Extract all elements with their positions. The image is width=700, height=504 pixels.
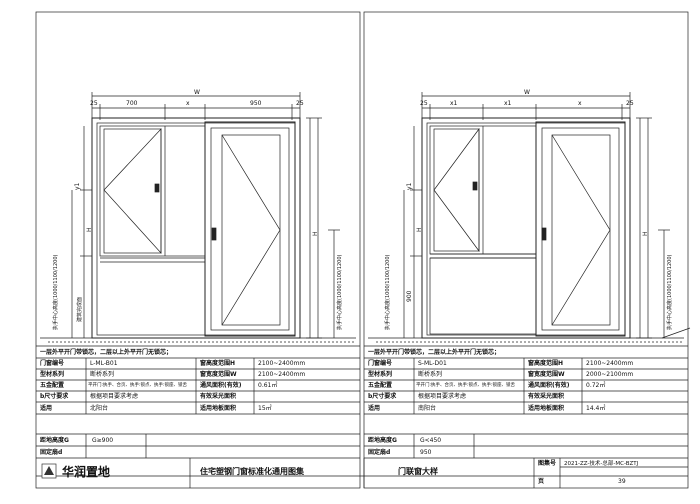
right-dim-x2: x1: [504, 100, 512, 107]
left-spec-table-lines: [36, 345, 360, 459]
right-cell-r2-v2: 0.72㎡: [586, 382, 606, 389]
left-cell-r2-k2: 通风面积(有效): [200, 382, 242, 389]
left-d-label: 固定扇d: [40, 449, 63, 456]
left-cell-r0-k1: 门窗编号: [40, 360, 65, 367]
right-cell-r3-k1: b尺寸要求: [368, 393, 397, 400]
left-dim-margin-right: 25: [296, 100, 304, 107]
right-cell-r1-v2: 2000~2100mm: [586, 371, 634, 378]
left-cell-r4-v1: 北阳台: [90, 405, 109, 412]
right-spec-table-lines: [364, 345, 688, 459]
right-cell-r3-v1: 根据项目要求考虑: [418, 393, 467, 400]
left-dim-margin-left: 25: [90, 100, 98, 107]
right-handle-height: 执手中心高度(1000/1100/1200): [385, 254, 391, 330]
right-elevation: [368, 92, 691, 343]
logo-mark: [41, 463, 57, 479]
right-frame: [363, 11, 689, 489]
left-g-value: G≥900: [92, 437, 114, 444]
left-cell-r2-k1: 五金配置: [40, 382, 65, 389]
left-dim-h: H: [312, 231, 319, 236]
left-cell-r1-v2: 2100~2400mm: [258, 371, 306, 378]
right-dim-h-inner: H: [416, 227, 423, 232]
right-dim-margin-left: 25: [420, 100, 428, 107]
right-g-label: 距地高度G: [368, 437, 397, 444]
left-g-label: 距地高度G: [40, 437, 69, 444]
drawing-no: 2021-ZZ-技术-总部-MC-BZTJ: [564, 461, 639, 467]
right-dim-g: 900: [406, 290, 413, 302]
left-cell-r3-k2: 有效采光面积: [200, 393, 237, 400]
left-dim-y1: y1: [74, 182, 81, 190]
left-cell-r4-k2: 适用地板面积: [200, 405, 237, 412]
drawing-no-label: 图集号: [538, 460, 557, 467]
left-cell-r1-k2: 窗宽度范围W: [200, 371, 237, 378]
right-cell-r0-k2: 窗高度范围H: [528, 360, 564, 367]
right-cell-r2-v1: 平开门:执手、合页、执手:锁点、执手:锁座、锁舌: [416, 383, 516, 388]
left-frame: [35, 11, 361, 489]
left-total-width: W: [194, 89, 200, 96]
right-g-value: G<450: [420, 437, 442, 444]
right-cell-r3-k2: 有效采光面积: [528, 393, 565, 400]
left-dim-x1: 700: [126, 100, 138, 107]
page-number: 39: [618, 478, 626, 485]
left-cell-r2-v2: 0.61㎡: [258, 382, 278, 389]
left-cell-r2-v1: 平开门:执手、合页、执手:锁点、执手:锁座、锁舌: [88, 383, 188, 388]
right-cell-r0-v2: 2100~2400mm: [586, 360, 634, 367]
left-cell-r1-v1: 断桥系列: [90, 371, 115, 378]
right-cell-r2-k2: 通风面积(有效): [528, 382, 570, 389]
sheet-title: 门联窗大样: [398, 467, 438, 476]
right-cell-r1-k1: 型材系列: [368, 371, 393, 378]
right-cell-r4-k2: 适用地板面积: [528, 405, 565, 412]
right-d-label: 固定扇d: [368, 449, 391, 456]
left-cell-r0-v1: L-ML-B01: [90, 360, 118, 367]
left-cell-r0-v2: 2100~2400mm: [258, 360, 306, 367]
right-cell-r1-v1: 断桥系列: [418, 371, 443, 378]
right-cell-r4-k1: 适用: [368, 405, 381, 412]
left-cell-r3-v1: 根据项目要求考虑: [90, 393, 139, 400]
right-dim-margin-right: 25: [626, 100, 634, 107]
left-dim-x2: x: [186, 100, 190, 107]
right-d-value: 950: [420, 449, 432, 456]
atlas-title: 住宅塑钢门窗标准化通用图集: [200, 467, 304, 476]
right-dim-y1: y1: [406, 182, 413, 190]
right-table-title: 一层外平开门带锁芯，二层以上外平开门无锁芯；: [368, 349, 501, 356]
right-cell-r0-k1: 门窗编号: [368, 360, 393, 367]
right-handle-height-right: 执手中心高度(1000/1100/1200): [667, 254, 673, 330]
left-cell-r3-k1: b尺寸要求: [40, 393, 69, 400]
left-dim-h-inner: H: [86, 227, 93, 232]
right-cell-r1-k2: 窗宽度范围W: [528, 371, 565, 378]
left-handle-height-right: 执手中心高度(1000/1100/1200): [337, 254, 343, 330]
right-cell-r2-k1: 五金配置: [368, 382, 393, 389]
right-cell-r4-v1: 南阳台: [418, 405, 437, 412]
left-dim-x3: 950: [250, 100, 262, 107]
left-cell-r4-v2: 15㎡: [258, 405, 272, 412]
right-dim-x1: x1: [450, 100, 458, 107]
left-cell-r1-k1: 型材系列: [40, 371, 65, 378]
left-elevation: [40, 92, 356, 343]
right-total-width: W: [524, 89, 530, 96]
right-dim-h: H: [642, 231, 649, 236]
right-dim-x3: x: [578, 100, 582, 107]
left-cell-r0-k2: 窗高度范围H: [200, 360, 236, 367]
left-cell-r4-k1: 适用: [40, 405, 53, 412]
page-label: 页: [538, 478, 545, 485]
left-table-title: 一层外平开门带锁芯，二层以上外平开门无锁芯；: [40, 349, 173, 356]
right-cell-r4-v2: 14.4㎡: [586, 405, 606, 412]
right-cell-r0-v1: S-ML-D01: [418, 360, 447, 367]
company-logo-text: 华润置地: [62, 465, 111, 479]
left-floor-label: 建筑完成面: [77, 296, 83, 322]
footer-lines: [36, 458, 688, 488]
left-handle-height: 执手中心高度(1000/1100/1200): [53, 254, 59, 330]
